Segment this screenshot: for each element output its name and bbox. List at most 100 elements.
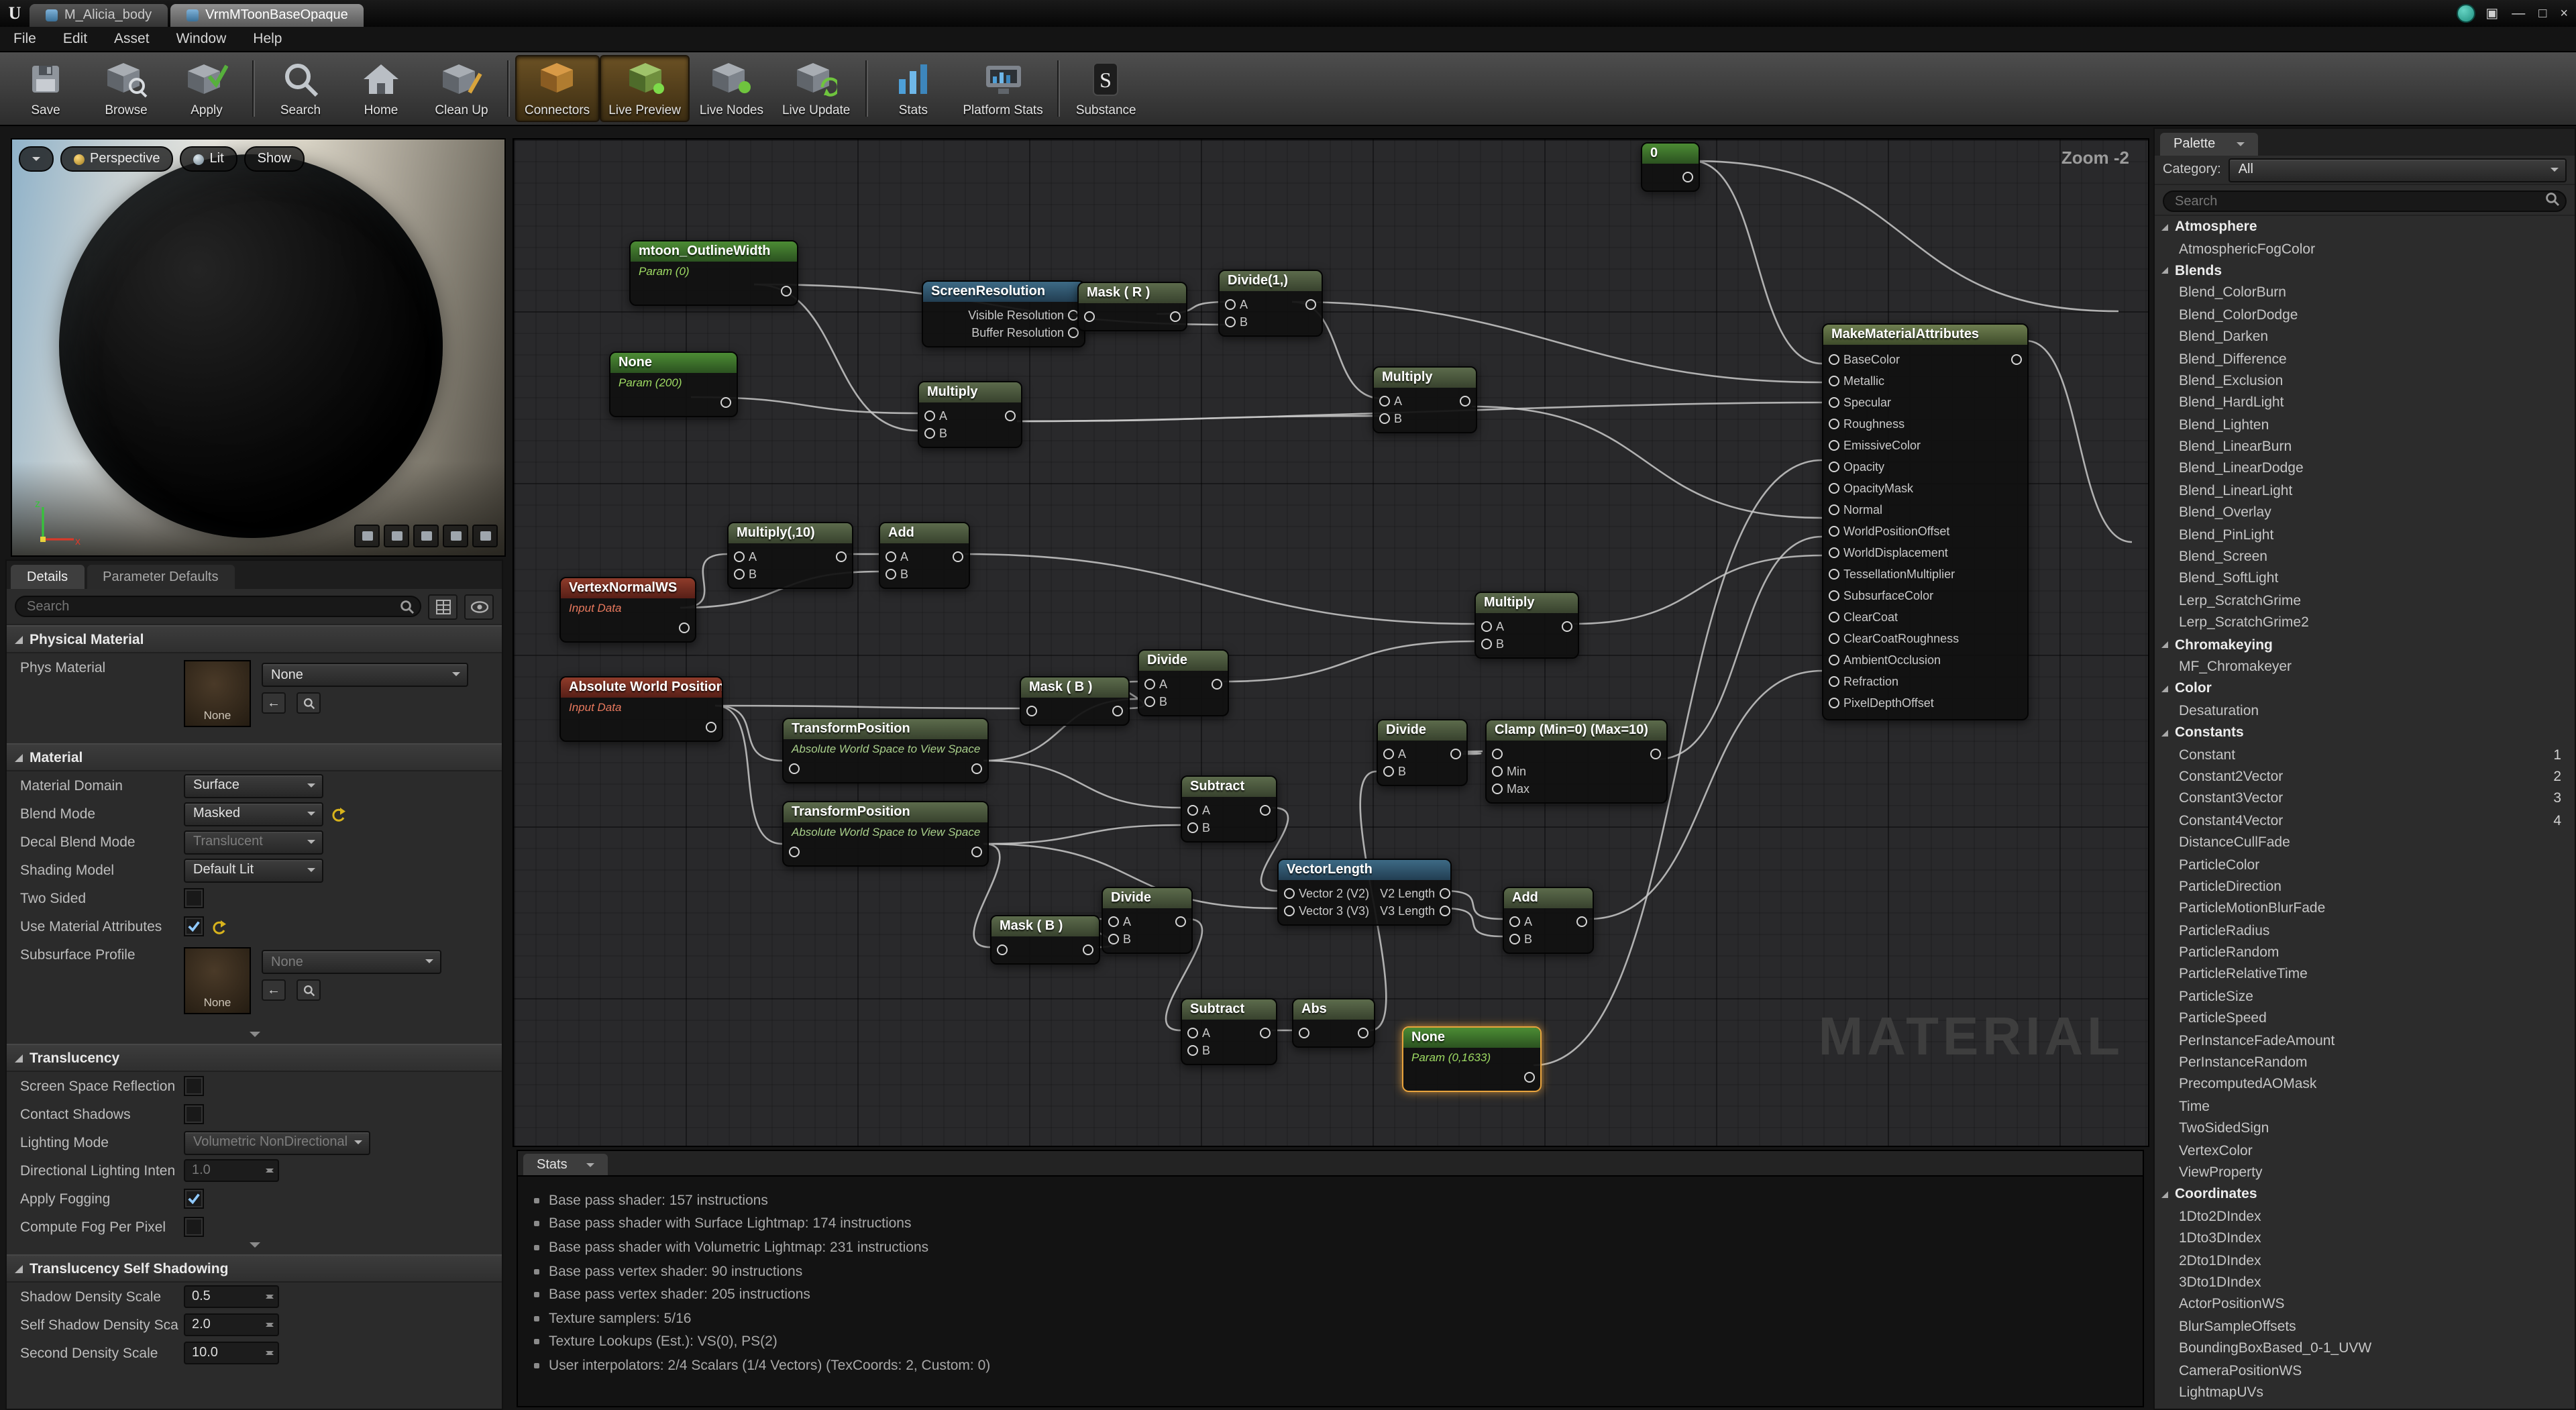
viewport-tool-icon[interactable] — [384, 525, 409, 547]
minimize-button[interactable]: — — [2512, 6, 2526, 21]
palette-item[interactable]: Blend_PinLight — [2179, 527, 2274, 543]
output-pin[interactable] — [1171, 912, 1186, 930]
graph-node[interactable]: TransformPosition Absolute World Space t… — [782, 718, 989, 783]
clean-up-button[interactable]: Clean Up — [423, 56, 500, 121]
palette-item[interactable]: 1Dto3DIndex — [2179, 1230, 2261, 1247]
viewport-tool-icon[interactable] — [413, 525, 439, 547]
palette-section-header[interactable]: Coordinates — [2155, 1183, 2575, 1205]
material-domain-select[interactable]: Surface — [184, 773, 323, 798]
tab-palette[interactable]: Palette — [2160, 133, 2259, 156]
close-button[interactable]: × — [2560, 6, 2568, 21]
palette-item[interactable]: Blend_Screen — [2179, 549, 2267, 565]
palette-item[interactable]: Blend_Lighten — [2179, 417, 2269, 433]
palette-item[interactable]: ParticleSize — [2179, 988, 2253, 1005]
output-pin[interactable] — [1256, 1024, 1271, 1041]
input-pin[interactable]: Specular — [1829, 392, 1959, 413]
palette-item[interactable]: TwoSidedSign — [2179, 1120, 2269, 1137]
shadow-density-scale-input[interactable]: 0.5 — [184, 1285, 279, 1308]
input-pin[interactable]: B — [1187, 818, 1210, 836]
phys-material-thumbnail[interactable]: None — [184, 660, 251, 727]
graph-node[interactable]: Mask ( B ) — [1020, 676, 1130, 726]
shading-model-select[interactable]: Default Lit — [184, 858, 323, 882]
viewport-tool-icon[interactable] — [354, 525, 380, 547]
input-pin[interactable] — [789, 759, 804, 777]
menu-item[interactable]: Edit — [62, 31, 88, 47]
lit-button[interactable]: Lit — [180, 146, 237, 172]
palette-item[interactable]: ParticleRandom — [2179, 944, 2279, 961]
palette-item[interactable]: ActorPositionWS — [2179, 1296, 2285, 1313]
subsurface-profile-select[interactable]: None — [262, 950, 441, 974]
output-pin[interactable] — [1558, 617, 1572, 635]
viewport-options-button[interactable] — [19, 146, 54, 172]
output-pin[interactable] — [675, 618, 690, 636]
palette-item[interactable]: PrecomputedAOMask — [2179, 1076, 2317, 1093]
status-circle-icon[interactable] — [2456, 4, 2475, 23]
decal-blend-mode-select[interactable]: Translucent — [184, 830, 323, 854]
input-pin[interactable]: A — [1481, 617, 1504, 635]
palette-item[interactable]: Lerp_ScratchGrime — [2179, 592, 2302, 609]
input-pin[interactable]: SubsurfaceColor — [1829, 585, 1959, 606]
apply-button[interactable]: Apply — [168, 56, 246, 121]
palette-item[interactable]: BlurSampleOffsets — [2179, 1318, 2296, 1335]
input-pin[interactable]: B — [1187, 1041, 1210, 1059]
input-pin[interactable]: ClearCoat — [1829, 606, 1959, 628]
expand-more-button[interactable] — [7, 1030, 502, 1044]
stats-button[interactable]: Stats — [874, 56, 952, 121]
palette-item[interactable]: Lerp_ScratchGrime2 — [2179, 614, 2309, 631]
input-pin[interactable]: WorldPositionOffset — [1829, 521, 1959, 542]
palette-item[interactable]: ParticleMotionBlurFade — [2179, 900, 2326, 917]
editor-tab-vrmmtoonbaseopaque[interactable]: VrmMToonBaseOpaque — [170, 4, 364, 27]
input-pin[interactable] — [997, 940, 1012, 958]
two-sided-checkbox[interactable] — [184, 888, 204, 908]
palette-item[interactable]: 2Dto1DIndex — [2179, 1252, 2261, 1269]
palette-item[interactable]: PerInstanceRandom — [2179, 1054, 2308, 1071]
input-pin[interactable]: A — [1225, 295, 1248, 313]
input-pin[interactable]: B — [1108, 930, 1131, 947]
palette-item[interactable]: Desaturation — [2179, 702, 2259, 719]
palette-item[interactable]: Blend_LinearDodge — [2179, 460, 2304, 477]
expand-more-button[interactable] — [7, 1241, 502, 1254]
phys-material-select[interactable]: None — [262, 663, 468, 687]
category-select[interactable]: All — [2229, 158, 2567, 182]
input-pin[interactable]: EmissiveColor — [1829, 435, 1959, 456]
reset-to-default-icon[interactable] — [330, 806, 346, 822]
output-pin[interactable] — [716, 393, 731, 411]
output-pin[interactable] — [967, 759, 982, 777]
section-translucency[interactable]: Translucency — [7, 1044, 502, 1072]
output-pin[interactable] — [1079, 940, 1093, 958]
palette-item[interactable]: LightmapUVs — [2179, 1384, 2264, 1401]
graph-node[interactable]: mtoon_OutlineWidth Param (0) — [629, 240, 798, 306]
palette-item[interactable]: Blend_Darken — [2179, 329, 2269, 345]
palette-item[interactable]: Blend_ColorDodge — [2179, 307, 2298, 323]
graph-node[interactable]: Mask ( B ) — [990, 915, 1100, 965]
palette-item[interactable]: ParticleRelativeTime — [2179, 966, 2308, 983]
output-pin[interactable] — [1572, 912, 1587, 930]
use-selected-asset-icon[interactable]: ← — [262, 692, 286, 714]
editor-tab-m-alicia-body[interactable]: M_Alicia_body — [30, 4, 168, 27]
palette-item[interactable]: Blend_HardLight — [2179, 394, 2284, 411]
output-pin[interactable] — [1301, 295, 1316, 313]
input-pin[interactable]: B — [734, 565, 757, 582]
palette-item[interactable]: ParticleRadius — [2179, 922, 2270, 939]
input-pin[interactable]: B — [1144, 692, 1167, 710]
input-pin[interactable] — [1084, 307, 1099, 325]
section-physical-material[interactable]: Physical Material — [7, 625, 502, 653]
palette-section-header[interactable]: Constants — [2155, 722, 2575, 744]
input-pin[interactable]: A — [1108, 912, 1131, 930]
viewport-tool-icon[interactable] — [443, 525, 468, 547]
palette-search-input[interactable] — [2163, 191, 2567, 213]
directional-lighting-intensity-input[interactable]: 1.0 — [184, 1159, 279, 1182]
input-pin[interactable]: A — [924, 406, 947, 424]
reset-to-default-icon[interactable] — [211, 918, 227, 934]
palette-item[interactable]: PerInstanceFadeAmount — [2179, 1032, 2335, 1049]
output-pin[interactable] — [1678, 168, 1693, 185]
